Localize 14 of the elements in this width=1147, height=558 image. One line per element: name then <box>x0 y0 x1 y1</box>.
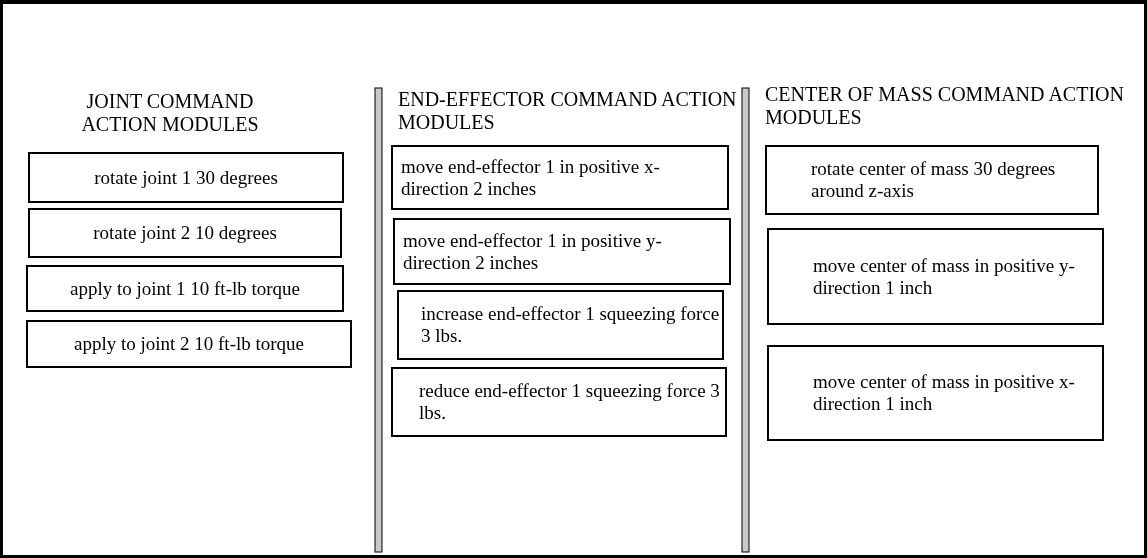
action-module-box: apply to joint 1 10 ft-lb torque <box>26 265 344 312</box>
action-module-box: rotate joint 2 10 degrees <box>28 208 342 258</box>
action-module-box: move center of mass in positive x-direction 1 inch <box>767 345 1104 441</box>
action-module-box: move center of mass in positive y-direction 1 inch <box>767 228 1104 325</box>
column-heading: CENTER OF MASS COMMAND ACTION MODULES <box>765 83 1125 129</box>
action-module-box: rotate center of mass 30 degrees around z-axis <box>765 145 1099 215</box>
column-heading: JOINT COMMAND ACTION MODULES <box>80 90 260 136</box>
action-module-box: increase end-effector 1 squeezing force 3 lbs. <box>397 290 724 360</box>
action-module-box: rotate joint 1 30 degrees <box>28 152 344 203</box>
action-module-box: move end-effector 1 in positive y-direction 2 inches <box>393 218 731 285</box>
column-heading: END-EFFECTOR COMMAND ACTION MODULES <box>398 88 738 134</box>
action-module-box: reduce end-effector 1 squeezing force 3 lbs. <box>391 367 727 437</box>
action-module-box: apply to joint 2 10 ft-lb torque <box>26 320 352 368</box>
action-module-box: move end-effector 1 in positive x-direction 2 inches <box>391 145 729 210</box>
